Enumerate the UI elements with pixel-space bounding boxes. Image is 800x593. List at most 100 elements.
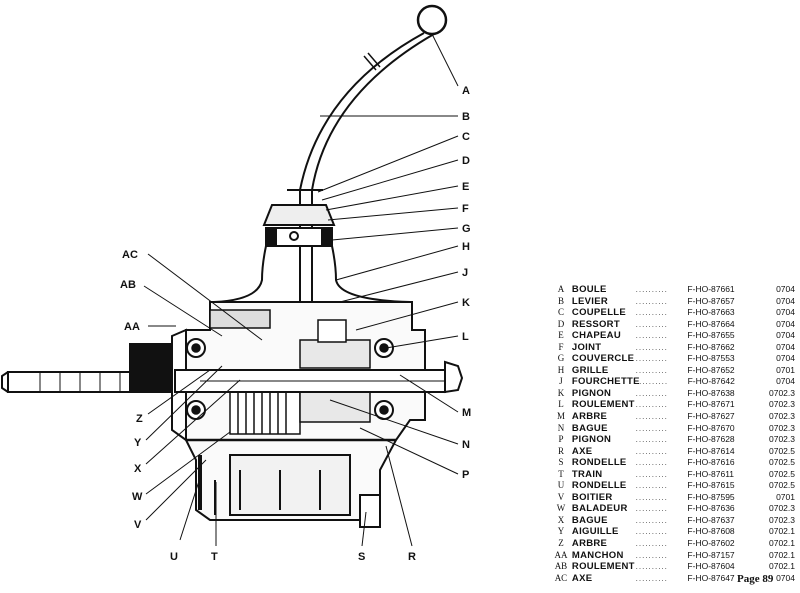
part-ref: AA <box>554 549 568 560</box>
part-number: F-HO-87604 <box>687 561 735 572</box>
callout-E: E <box>462 181 469 193</box>
part-leader-dots: .......... <box>635 354 668 364</box>
part-number: F-HO-87628 <box>687 434 735 445</box>
part-leader-dots: .......... <box>635 365 668 375</box>
part-leader-dots: .......... <box>635 342 668 352</box>
callout-T: T <box>211 551 218 563</box>
part-name: PIGNON <box>571 434 612 446</box>
part-ref: E <box>558 330 564 341</box>
part-leader-dots: .......... <box>635 308 668 318</box>
callout-K: K <box>462 297 470 309</box>
lever-knob <box>416 4 448 36</box>
part-number: F-HO-87661 <box>687 284 735 294</box>
part-leader-dots: .......... <box>635 573 668 583</box>
part-name: AIGUILLE <box>571 526 619 538</box>
part-leader-dots: .......... <box>635 527 668 537</box>
part-leader-dots: .......... <box>635 412 668 422</box>
part-code: 0702.5 <box>768 468 795 479</box>
part-name: MANCHON <box>571 549 624 561</box>
part-number: F-HO-87662 <box>687 341 735 352</box>
part-ref: G <box>557 353 565 364</box>
part-leader-dots: .......... <box>635 400 668 410</box>
part-ref: Z <box>558 538 564 549</box>
part-leader-dots: .......... <box>635 550 668 560</box>
part-code: 0704 <box>776 318 795 329</box>
part-name: RONDELLE <box>571 457 627 469</box>
callout-D: D <box>462 155 470 167</box>
part-ref: S <box>558 457 564 468</box>
callout-N: N <box>462 439 470 451</box>
part-ref: D <box>557 318 565 329</box>
part-number: F-HO-87647 <box>687 572 735 583</box>
part-ref: Y <box>557 526 565 537</box>
callout-C: C <box>462 131 470 143</box>
callout-L: L <box>462 331 469 343</box>
callout-Y: Y <box>134 437 142 449</box>
part-number: F-HO-87627 <box>687 411 735 422</box>
part-name: COUVERCLE <box>571 353 635 365</box>
part-name: BAGUE <box>571 422 608 434</box>
part-code: 0704 <box>776 330 795 341</box>
part-number: F-HO-87637 <box>687 514 735 525</box>
part-code: 0702.3 <box>768 422 795 433</box>
callout-AA: AA <box>124 321 140 333</box>
part-ref: M <box>556 411 565 422</box>
part-ref: F <box>558 341 564 352</box>
part-name: FOURCHETTE <box>571 376 640 388</box>
part-ref: H <box>557 364 565 375</box>
part-name: BOITIER <box>571 491 613 503</box>
leader-lines <box>143 33 459 547</box>
part-number: F-HO-87615 <box>687 480 735 491</box>
part-number: F-HO-87614 <box>687 445 735 456</box>
part-number: F-HO-87611 <box>687 468 735 479</box>
part-number: F-HO-87655 <box>687 330 735 341</box>
lever-cap-housing <box>213 204 411 303</box>
part-ref: P <box>558 434 564 445</box>
part-leader-dots: .......... <box>635 377 669 387</box>
callout-R: R <box>408 551 416 563</box>
part-name: ARBRE <box>571 411 608 423</box>
part-leader-dots: .......... <box>635 492 668 502</box>
callout-X: X <box>134 463 142 475</box>
callout-W: W <box>132 491 143 503</box>
callout-G: G <box>462 223 471 235</box>
part-number: F-HO-87608 <box>687 526 735 537</box>
part-number: F-HO-87670 <box>687 422 735 433</box>
part-leader-dots: .......... <box>635 515 668 525</box>
part-name: RONDELLE <box>571 480 627 492</box>
part-leader-dots: .......... <box>635 435 668 445</box>
part-ref: L <box>558 399 564 410</box>
part-code: 0702.1 <box>768 538 795 549</box>
lever-shaft <box>299 32 425 305</box>
part-leader-dots: .......... <box>635 458 668 468</box>
part-ref: J <box>559 376 563 387</box>
callout-Z: Z <box>136 413 143 425</box>
part-code: 0701 <box>776 364 795 375</box>
part-leader-dots: .......... <box>635 331 668 341</box>
part-leader-dots: .......... <box>635 319 668 329</box>
part-ref: W <box>556 503 566 514</box>
part-number: F-HO-87616 <box>687 457 735 468</box>
part-ref: U <box>557 480 565 491</box>
part-name: TRAIN <box>571 468 603 480</box>
callout-AB: AB <box>120 279 136 291</box>
main-shaft <box>0 328 464 442</box>
part-code: 0702.5 <box>768 480 795 491</box>
